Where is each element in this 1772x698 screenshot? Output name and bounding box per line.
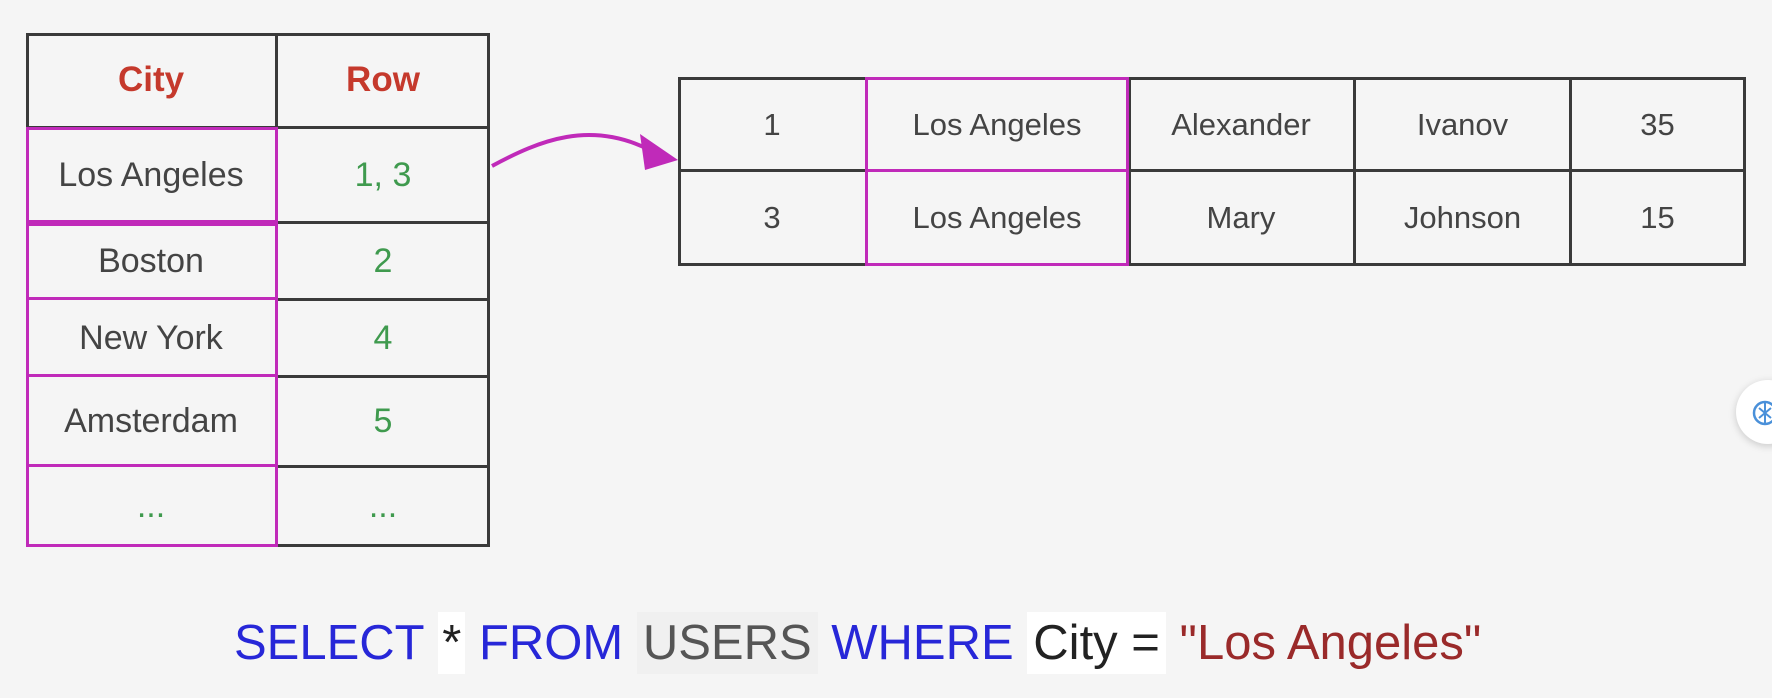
city-index-table: City Row Los Angeles 1, 3 Boston 2 New Y…	[26, 33, 490, 547]
users-table: 1 Los Angeles Alexander Ivanov 35 3 Los …	[678, 77, 1746, 266]
city-cell: Los Angeles	[912, 199, 1082, 235]
grid-line	[276, 221, 490, 224]
age-cell: 35	[1640, 106, 1675, 142]
first-name-cell: Mary	[1206, 199, 1276, 235]
index-city-cell: New York	[79, 318, 223, 357]
index-row-ids-cell: 4	[373, 318, 393, 357]
highlight-line	[26, 464, 278, 467]
sql-from-keyword: FROM	[478, 616, 624, 670]
grid-line	[26, 33, 490, 36]
grid-line	[26, 33, 29, 128]
highlight-line	[26, 127, 278, 130]
highlight-line	[865, 263, 1129, 266]
sql-where-keyword: WHERE	[831, 616, 1014, 670]
highlight-line	[865, 169, 1129, 172]
highlight-line	[26, 374, 278, 377]
row-id-cell: 1	[763, 106, 781, 142]
row-id-cell: 3	[763, 199, 781, 235]
assistant-side-button[interactable]	[1736, 380, 1772, 444]
index-row-ids-cell: 1, 3	[354, 155, 412, 194]
grid-line	[678, 77, 1746, 80]
highlight-line	[275, 127, 278, 547]
index-city-cell: Los Angeles	[58, 155, 244, 194]
highlight-line	[26, 544, 278, 547]
arrow-head	[640, 134, 678, 170]
assistant-icon	[1752, 400, 1772, 426]
grid-line	[678, 263, 1746, 266]
grid-line	[276, 375, 490, 378]
highlight-line	[26, 297, 278, 300]
header-row: Row	[346, 60, 420, 99]
index-row-ids-cell: 2	[373, 241, 393, 280]
sql-table-name: USERS	[636, 612, 818, 674]
grid-line	[1128, 77, 1131, 266]
index-city-cell: Amsterdam	[64, 401, 238, 440]
grid-line	[1743, 77, 1746, 266]
grid-line	[678, 169, 1746, 172]
sql-string-literal: "Los Angeles"	[1179, 616, 1482, 670]
highlight-line	[26, 220, 278, 223]
last-name-cell: Johnson	[1403, 199, 1522, 235]
header-city: City	[117, 60, 185, 99]
grid-line	[487, 33, 490, 547]
index-city-cell: Boston	[98, 241, 204, 280]
grid-line	[678, 77, 681, 266]
index-city-cell: ...	[136, 486, 166, 525]
sql-star: *	[438, 612, 466, 674]
grid-line	[1569, 77, 1572, 266]
grid-line	[276, 298, 490, 301]
age-cell: 15	[1640, 199, 1675, 235]
sql-query: SELECT * FROM USERS WHERE City = "Los An…	[234, 612, 1481, 674]
highlight-line	[26, 127, 29, 547]
arrow-curve	[491, 132, 651, 168]
index-row-ids-cell: ...	[368, 486, 398, 525]
grid-line	[276, 465, 490, 468]
last-name-cell: Ivanov	[1416, 106, 1509, 142]
index-row-ids-cell: 5	[373, 401, 393, 440]
grid-line	[1353, 77, 1356, 266]
highlight-line	[865, 77, 1129, 80]
grid-line	[276, 544, 490, 547]
sql-select-keyword: SELECT	[234, 616, 425, 670]
city-cell: Los Angeles	[912, 106, 1082, 142]
first-name-cell: Alexander	[1171, 106, 1311, 142]
highlight-line	[26, 223, 278, 226]
sql-condition-column: City =	[1027, 612, 1166, 674]
